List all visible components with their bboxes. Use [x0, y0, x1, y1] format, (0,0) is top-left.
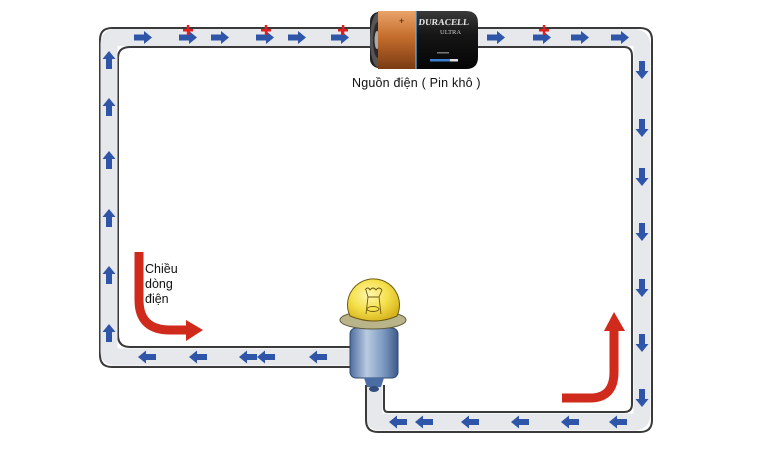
plus-icon — [183, 25, 193, 35]
current-direction-line-2: dòng — [145, 277, 173, 291]
wire-outline — [99, 27, 378, 368]
plus-icon — [338, 25, 348, 35]
battery: + DURACELL ULTRA — [370, 11, 478, 69]
current-direction-line-1: Chiều — [145, 262, 178, 276]
plus-icon — [261, 25, 271, 35]
battery-plus-mark: + — [399, 16, 404, 26]
battery-model: ULTRA — [440, 29, 461, 36]
plus-icon — [539, 25, 549, 35]
battery-brand: DURACELL — [418, 17, 470, 27]
current-direction-label: Chiều dòng điện — [145, 262, 178, 307]
current-arrow-left — [134, 252, 203, 341]
battery-label: Nguồn điện ( Pin khô ) — [352, 76, 481, 90]
current-arrow-right — [562, 312, 625, 403]
current-direction-line-3: điện — [145, 292, 169, 306]
wire-outline-right — [365, 27, 653, 433]
polarity-marks — [183, 25, 549, 35]
light-bulb — [339, 278, 407, 392]
wire — [99, 27, 653, 433]
